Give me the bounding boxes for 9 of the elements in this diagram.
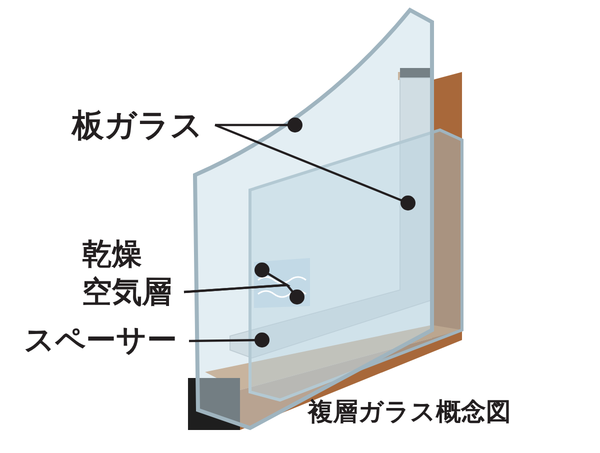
part-label: スペーサー bbox=[24, 322, 177, 360]
leader-line bbox=[215, 118, 302, 132]
leader-line bbox=[188, 332, 270, 348]
part-label: 乾燥空気層 bbox=[82, 236, 172, 311]
leader-line bbox=[184, 262, 291, 294]
part-label: 板ガラス bbox=[72, 105, 203, 145]
caption: 複層ガラス概念図 bbox=[308, 396, 511, 428]
leader-line bbox=[214, 124, 416, 210]
air-gap-drawing bbox=[252, 255, 312, 310]
